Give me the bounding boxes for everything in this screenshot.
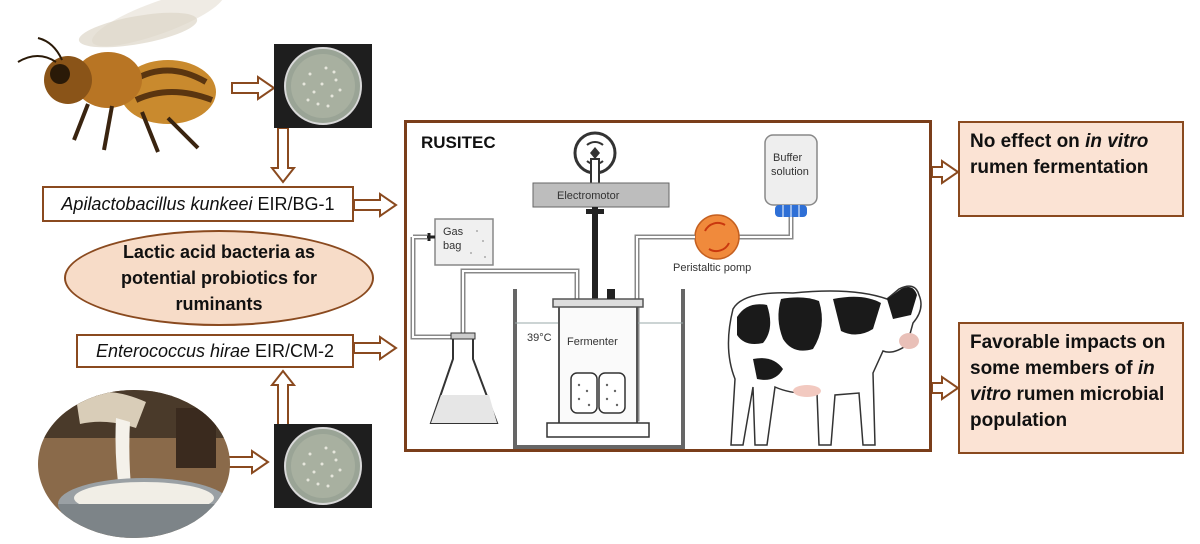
pump-label: Peristaltic pomp <box>673 262 751 274</box>
arrow-strain1-to-rusitec <box>353 193 397 217</box>
arrow-rusitec-to-bottom-outcome <box>931 375 960 401</box>
gas-label-line1: Gas <box>443 226 464 238</box>
temperature-label: 39°C <box>527 332 552 344</box>
outcome-top-italic: in vitro <box>1085 131 1149 152</box>
outcome-bottom-italic: in vitro <box>970 358 1155 405</box>
strain1-genus: Apilactobacillus kunkeei <box>61 193 253 214</box>
gas-label-line2: bag <box>443 240 461 252</box>
arrow-strain2-to-rusitec <box>353 336 397 360</box>
lab-probiotics-label: Lactic acid bacteria as potential probio… <box>64 230 374 326</box>
electromotor-bar <box>532 182 670 208</box>
petri-dish-photo-top <box>274 44 372 128</box>
central-label-line2: potential probiotics for <box>121 268 317 288</box>
peristaltic-pump-icon <box>694 214 740 260</box>
milk-pouring-photo <box>38 390 230 538</box>
buffer-label-line2: solution <box>771 166 809 178</box>
strain1-code: EIR/BG-1 <box>257 193 335 214</box>
central-label-line1: Lactic acid bacteria as <box>122 242 316 262</box>
strain2-genus: Enterococcus hirae <box>95 340 251 361</box>
petri-dish-photo-bottom <box>274 424 372 508</box>
outcome-no-effect: No effect on in vitro rumen fermentation <box>958 121 1184 217</box>
arrow-rusitec-to-top-outcome <box>931 159 960 185</box>
electromotor-label: Electromotor <box>557 190 620 202</box>
strain2-code: EIR/CM-2 <box>255 340 335 361</box>
gas-bag <box>434 218 494 266</box>
arrow-milk-to-dish <box>225 450 269 474</box>
outcome-favorable-impacts: Favorable impacts on some members of in … <box>958 322 1184 454</box>
arrow-bee-to-dish <box>231 76 275 100</box>
arrow-dish-to-strain2 <box>269 369 297 426</box>
outcome-bottom-post: rumen microbial population <box>970 384 1165 431</box>
central-label-line3: ruminants <box>175 294 263 314</box>
rusitec-apparatus-diagram: Electromotor Buffer solution Peristaltic… <box>410 131 818 449</box>
outcome-top-pre: No effect on <box>970 131 1086 152</box>
strain-label-apilactobacillus: Apilactobacillus kunkeei EIR/BG-1 <box>42 186 354 222</box>
water-bath <box>513 289 685 449</box>
rusitec-title: RUSITEC <box>421 133 496 152</box>
fermenter-label: Fermenter <box>567 336 618 348</box>
rusitec-panel: RUSITEC Electromotor Buffer solution Per… <box>404 120 932 452</box>
cow-photo <box>727 285 922 446</box>
buffer-label-line1: Buffer <box>773 152 802 164</box>
arrow-dish-to-strain1 <box>269 127 297 184</box>
honeybee-photo <box>17 0 225 153</box>
outcome-top-post: rumen fermentation <box>970 157 1149 178</box>
strain-label-enterococcus: Enterococcus hirae EIR/CM-2 <box>76 334 354 368</box>
outcome-bottom-pre: Favorable impacts on some members of <box>970 332 1166 379</box>
